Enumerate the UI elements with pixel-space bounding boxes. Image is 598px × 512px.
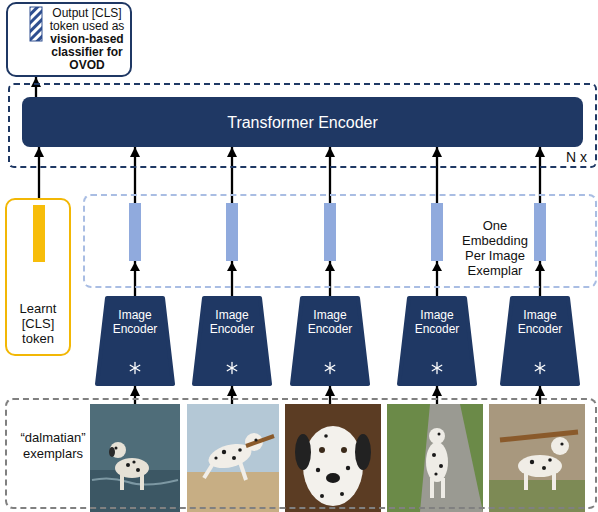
frozen-symbol (227, 363, 237, 374)
embedding-region: One Embedding Per Image Exemplar (83, 194, 597, 288)
cls-token-bar (33, 205, 45, 262)
image-encoder: Image Encoder (290, 296, 370, 386)
image-encoder: Image Encoder (397, 296, 477, 386)
output-token-bar (30, 7, 42, 41)
group-label: “dalmatian” exemplars (13, 430, 93, 462)
cls-token-box: Learnt [CLS] token (5, 198, 71, 356)
encoder-trapezoid (194, 298, 270, 384)
dalmatian-photo (285, 404, 381, 512)
dalmatian-photo (489, 404, 585, 512)
arrow-connector (134, 386, 136, 404)
annotation-text: vision-based classifier for OVOD (47, 33, 127, 72)
dalmatian-photo (90, 404, 180, 512)
arrow-connector (329, 386, 331, 404)
arrow-connector (38, 147, 40, 198)
box-label: Image Encoder (204, 308, 260, 336)
arrow-connector (231, 386, 233, 404)
frozen-symbol (535, 363, 545, 374)
output-box: Output [CLS] token used asvision-based c… (6, 2, 132, 77)
box-label: Image Encoder (512, 308, 568, 336)
repeat-region: N x Transformer Encoder (8, 83, 597, 168)
repeat-count: N x (566, 149, 587, 165)
box-label: Image Encoder (302, 308, 358, 336)
arrow-connector (436, 386, 438, 404)
annotation-text: Output [CLS] token used as (47, 7, 127, 33)
box-label: Transformer Encoder (227, 113, 378, 132)
encoder-trapezoid (502, 298, 578, 384)
encoder-trapezoid (97, 298, 173, 384)
encoder-trapezoid (292, 298, 368, 384)
box-label: Image Encoder (107, 308, 163, 336)
box-label: Learnt [CLS] token (9, 301, 67, 346)
exemplar-region: “dalmatian” exemplars (5, 398, 597, 509)
transformer-box: Transformer Encoder (22, 97, 583, 147)
annotation-text: One Embedding Per Image Exemplar (458, 218, 532, 278)
image-encoder: Image Encoder (500, 296, 580, 386)
arrow-connector (539, 386, 541, 404)
encoder-trapezoid (399, 298, 475, 384)
dalmatian-photo (187, 404, 279, 512)
dalmatian-photo (387, 404, 483, 512)
frozen-symbol (130, 363, 140, 374)
image-encoder: Image Encoder (192, 296, 272, 386)
frozen-symbol (432, 363, 442, 374)
arrow-connector (35, 77, 37, 97)
frozen-symbol (325, 363, 335, 374)
box-label: Image Encoder (409, 308, 465, 336)
image-encoder: Image Encoder (95, 296, 175, 386)
